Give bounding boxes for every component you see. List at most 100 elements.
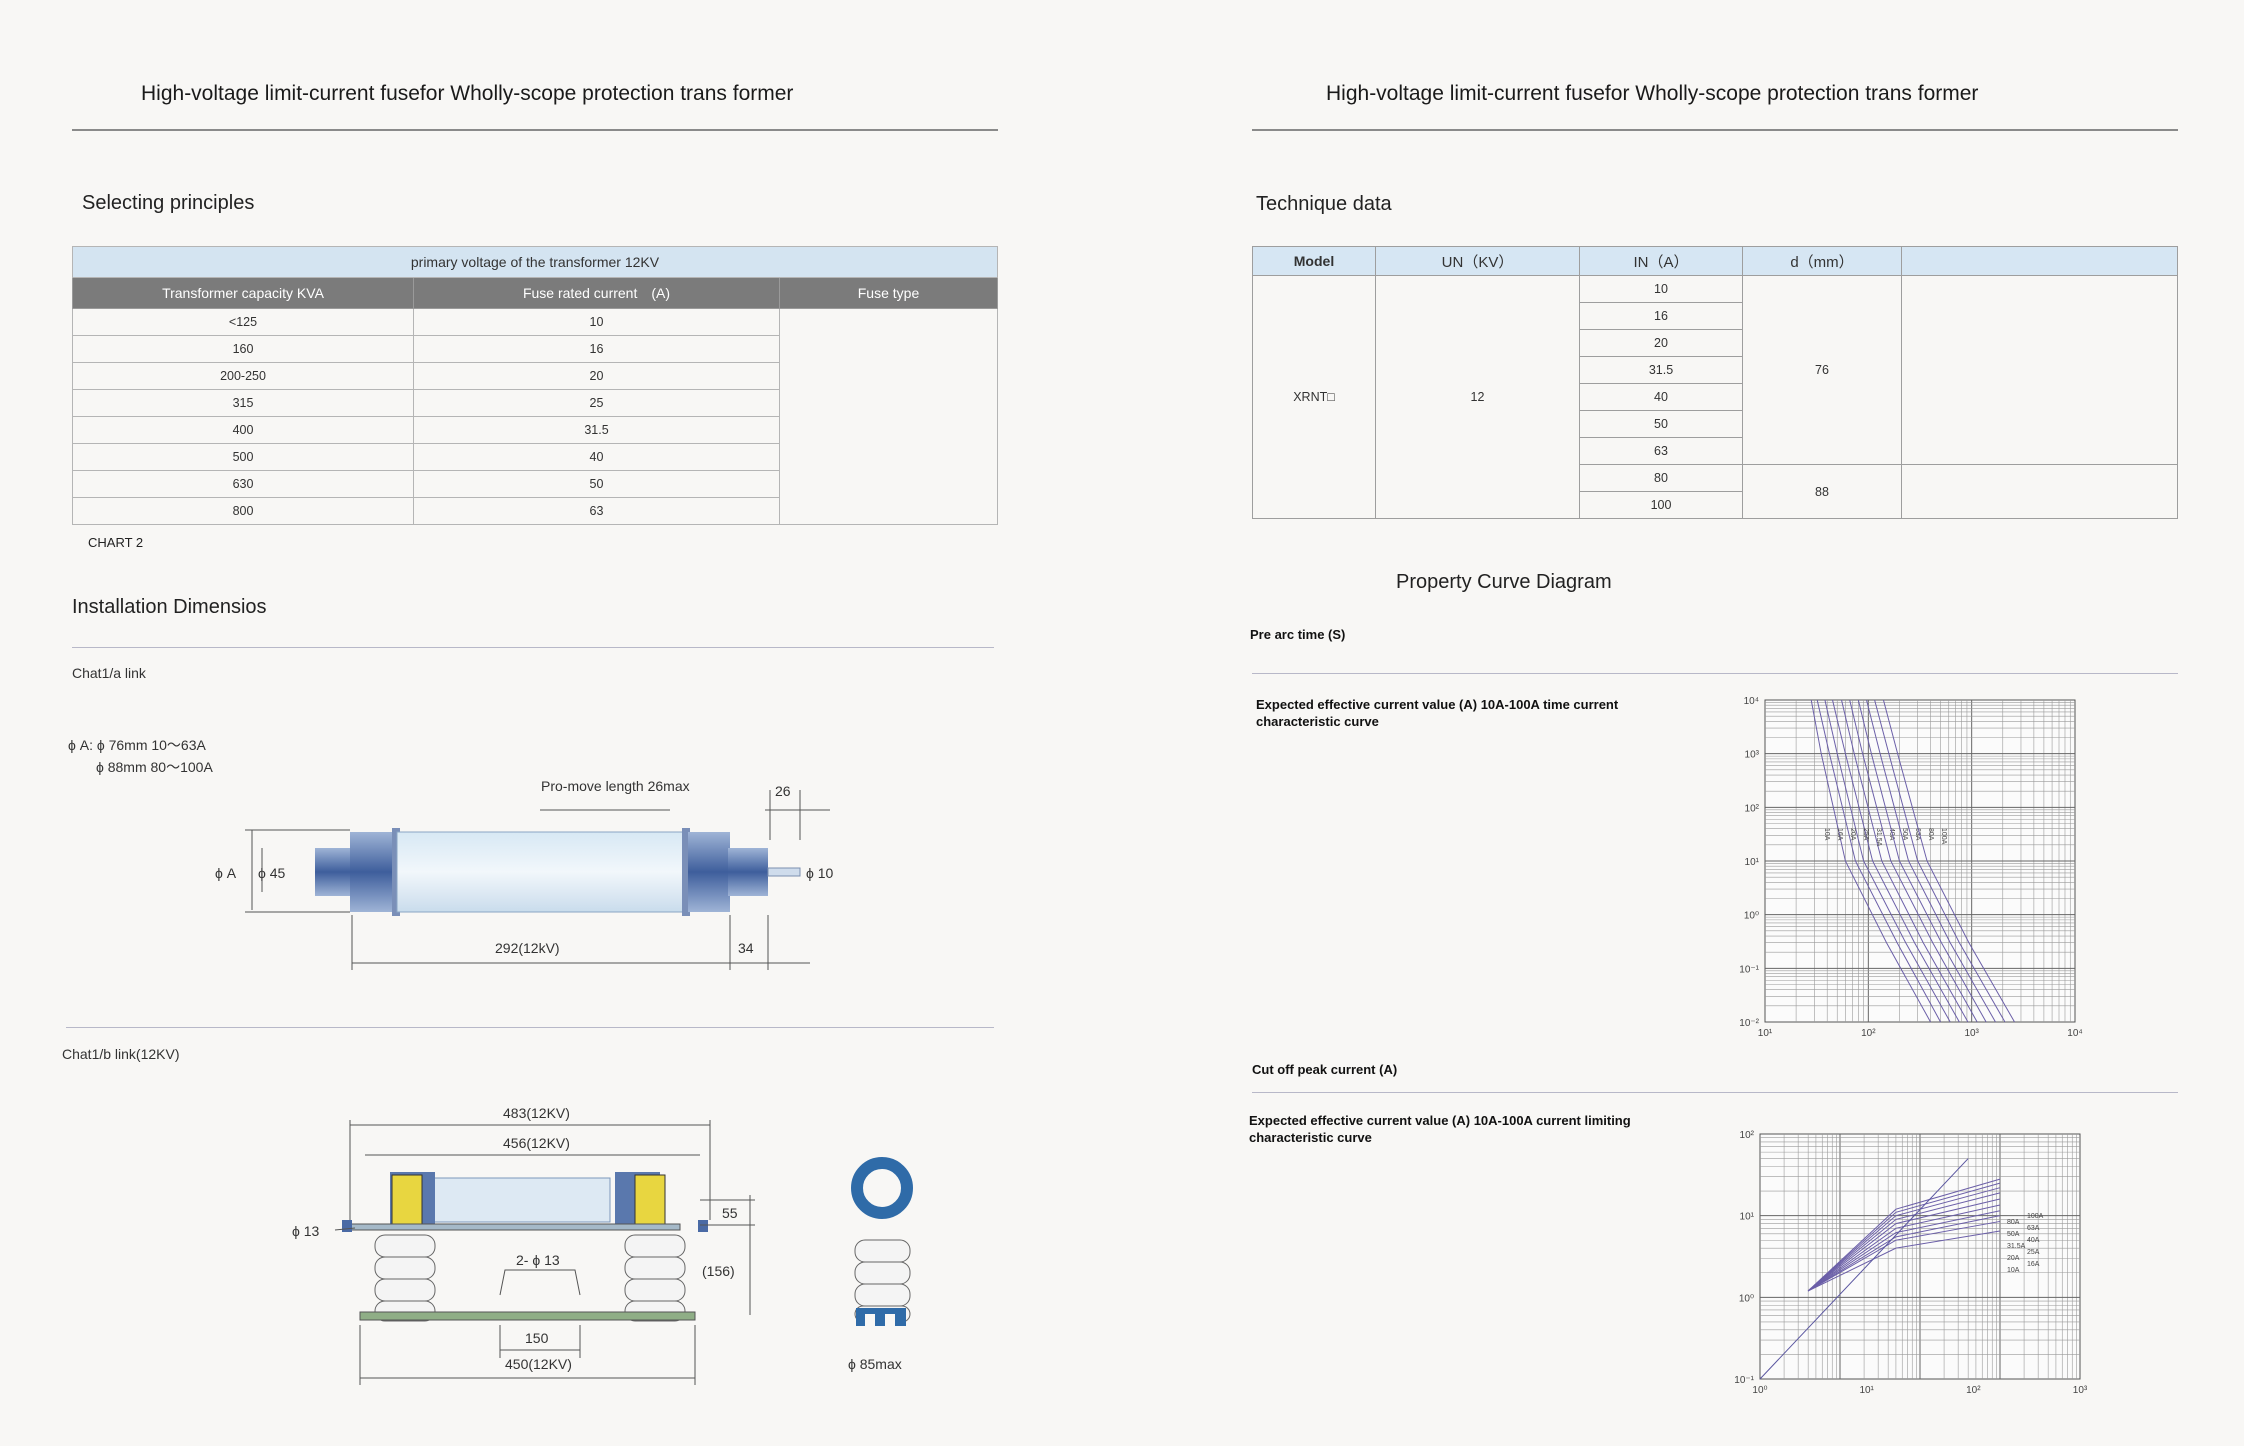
col-header-un: UN（KV） [1375, 246, 1580, 276]
series-label: 20A [2007, 1255, 2020, 1262]
x-tick-label: 10¹ [1859, 1385, 1874, 1396]
table-cell: 800 [72, 497, 414, 525]
col-header-blank [1901, 246, 2178, 276]
series-label: 16A [1836, 828, 1843, 841]
series-line [1807, 1178, 2001, 1292]
table-row: 80 88 [1253, 464, 2178, 519]
series-line [1882, 699, 2015, 1023]
y-tick-label: 10⁰ [1739, 1293, 1754, 1304]
col-header-d: d（mm） [1742, 246, 1902, 276]
series-label: 100A [1940, 828, 1947, 845]
series-label: 31.5A [2007, 1243, 2026, 1250]
series-line [1807, 1187, 2001, 1292]
chart1-description: Expected effective current value (A) 10A… [1256, 697, 1619, 729]
pre-arc-rule [1252, 673, 2178, 674]
y-tick-label: 10⁻¹ [1739, 964, 1759, 975]
blank-cell [1901, 275, 2178, 465]
left-header-title: High-voltage limit-current fusefor Wholl… [141, 82, 794, 105]
table-cell: 200-250 [72, 362, 414, 390]
x-tick-label: 10¹ [1758, 1028, 1773, 1039]
table-cell: 63 [413, 497, 780, 525]
col-header-current: Fuse rated current (A) [413, 277, 780, 309]
series-label: 40A [2027, 1237, 2040, 1244]
dim-150: 150 [525, 1330, 549, 1346]
table-cell: 50 [413, 470, 780, 498]
len-292-label: 292(12kV) [495, 940, 560, 956]
selection-table-caption: primary voltage of the transformer 12KV [72, 246, 998, 278]
table-cell: 31.5 [413, 416, 780, 444]
series-line [1807, 1220, 2001, 1292]
x-tick-label: 10⁴ [2067, 1028, 2082, 1039]
chart-2-note: CHART 2 [88, 535, 144, 550]
chat-b-rule [66, 1027, 994, 1028]
chart2-description: Expected effective current value (A) 10A… [1249, 1113, 1631, 1145]
insulator-right [624, 1234, 686, 1322]
table-cell: 400 [72, 416, 414, 444]
y-tick-label: 10² [1740, 1130, 1755, 1141]
insulator-left [374, 1234, 436, 1322]
install-rule [72, 647, 994, 648]
dim-450: 450(12KV) [505, 1356, 572, 1372]
d-cell-76: 76 [1742, 275, 1902, 465]
voltage-cell: 12 [1375, 275, 1580, 519]
pre-arc-label: Pre arc time (S) [1250, 627, 1346, 642]
table-cell: <125 [72, 308, 414, 336]
x-tick-label: 10² [1966, 1385, 1981, 1396]
right-header-title: High-voltage limit-current fusefor Wholl… [1326, 82, 1979, 105]
x-tick-label: 10² [1861, 1028, 1876, 1039]
fuse-drawing-b [334, 1120, 913, 1385]
y-tick-label: 10³ [1745, 750, 1760, 761]
series-label: 63A [1914, 828, 1921, 841]
series-line [1807, 1182, 2001, 1292]
series-line [1807, 1198, 2001, 1292]
y-tick-label: 10⁻¹ [1734, 1375, 1754, 1386]
series-line [1807, 1204, 2001, 1292]
col-header-model: Model [1252, 246, 1376, 276]
current-cell: 40 [1579, 383, 1743, 411]
selecting-principles-title: Selecting principles [82, 192, 255, 214]
series-label: 100A [2027, 1213, 2044, 1220]
series-label: 63A [2027, 1225, 2040, 1232]
y-tick-label: 10¹ [1745, 857, 1760, 868]
fuse-drawing-a [245, 790, 830, 970]
blank-cell [1901, 464, 2178, 519]
table-cell: 500 [72, 443, 414, 471]
technique-table: Model UN（KV） IN（A） d（mm） XRNT□ 12 10 76 … [1252, 246, 2178, 519]
table-row: XRNT□ 12 10 76 [1252, 275, 2178, 519]
current-cell: 63 [1579, 437, 1743, 465]
series-label: 50A [1901, 828, 1908, 841]
series-label: 20A [1849, 828, 1856, 841]
table-cell: 25 [413, 389, 780, 417]
series-line [1807, 1210, 2001, 1292]
technique-title: Technique data [1256, 193, 1392, 215]
table-cell: 10 [413, 308, 780, 336]
x-tick-label: 10³ [1964, 1028, 1979, 1039]
y-tick-label: 10⁰ [1744, 911, 1759, 922]
current-cell: 10 [1579, 275, 1743, 303]
x-tick-label: 10³ [2073, 1385, 2088, 1396]
current-cell: 16 [1579, 302, 1743, 330]
d-cell-88: 88 [1742, 464, 1902, 519]
series-label: 31.5A [1875, 828, 1882, 847]
current-cell: 80 [1579, 464, 1743, 492]
right-header-rule [1252, 129, 2178, 131]
current-cell: 20 [1579, 329, 1743, 357]
y-tick-label: 10⁴ [1744, 696, 1759, 707]
col-header-fuse-type: Fuse type [779, 277, 998, 309]
current-cell: 50 [1579, 410, 1743, 438]
col-header-capacity: Transformer capacity KVA [72, 277, 414, 309]
y-tick-label: 10² [1745, 803, 1760, 814]
reference-line [1759, 1158, 1969, 1380]
dim-483: 483(12KV) [503, 1105, 570, 1121]
table-cell: 315 [72, 389, 414, 417]
y-tick-label: 10⁻² [1739, 1018, 1759, 1029]
table-cell: 20 [413, 362, 780, 390]
series-line [1874, 699, 2006, 1023]
series-line [1807, 1215, 2001, 1292]
property-curve-title: Property Curve Diagram [1396, 571, 1612, 593]
